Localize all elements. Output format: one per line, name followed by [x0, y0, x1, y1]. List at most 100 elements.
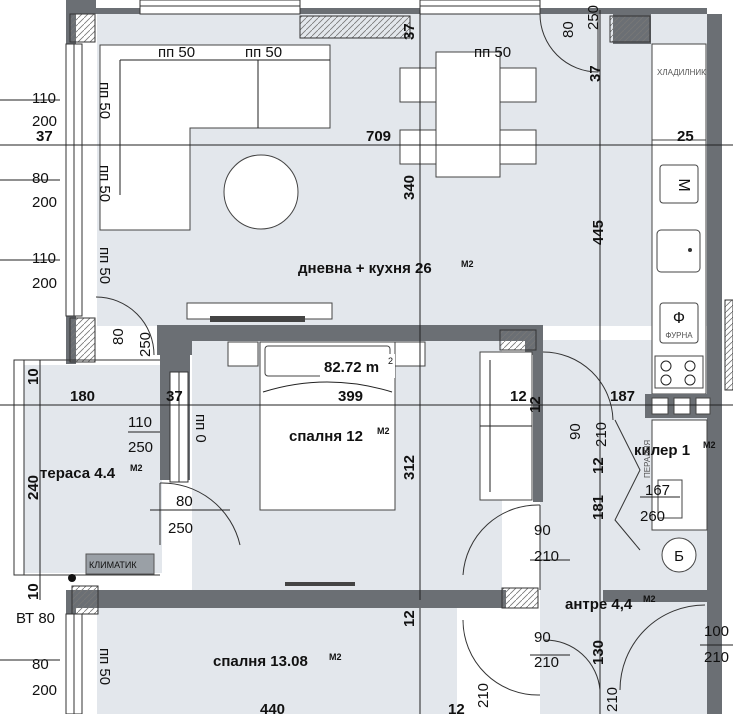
door-100: 100: [704, 623, 729, 640]
total-area-sup: 2: [388, 356, 393, 366]
door-210-b: 210: [534, 548, 559, 565]
closet-unit: M2: [703, 440, 716, 450]
closet-door-167: 167: [645, 482, 670, 499]
dim-12-a: 12: [510, 388, 527, 405]
dim-181: 181: [590, 495, 607, 520]
living-door-80: 80: [110, 328, 127, 345]
dim-12-e: 12: [527, 396, 544, 413]
oven-icon: Ф: [673, 310, 685, 327]
dim-312: 312: [401, 455, 418, 480]
microwave-icon: M: [675, 178, 692, 191]
pp50-e: пп 50: [96, 165, 113, 202]
dim-12-c: 12: [590, 457, 607, 474]
pp50-b: пп 50: [245, 44, 282, 61]
dim-445: 445: [590, 220, 607, 245]
dim-37-left: 37: [36, 128, 53, 145]
sofa: [99, 44, 331, 231]
win-200-a: 200: [32, 113, 57, 130]
door-210-f: 210: [475, 683, 492, 708]
dim-440: 440: [260, 701, 285, 714]
bedroom-1-label: спалня 12: [289, 428, 363, 445]
pp50-c: пп 50: [474, 44, 511, 61]
dim-130: 130: [590, 640, 607, 665]
doors: [95, 13, 706, 696]
dim-10-top: 10: [25, 368, 42, 385]
bedroom-1-unit: M2: [377, 426, 390, 436]
climatic-label: КЛИМАТИК: [89, 560, 137, 570]
dim-240: 240: [25, 475, 42, 500]
kitchen-counter: [645, 43, 715, 418]
dim-250-top: 250: [585, 5, 602, 30]
living-room-label: дневна + кухня 26: [298, 260, 432, 277]
dim-80-top: 80: [560, 21, 577, 38]
pp50-a: пп 50: [158, 44, 195, 61]
door-90-a: 90: [567, 423, 584, 440]
dim-187: 187: [610, 388, 635, 405]
dim-25: 25: [677, 128, 694, 145]
hall-unit: M2: [643, 594, 656, 604]
dim-37-terrace: 37: [166, 388, 183, 405]
pp50-d: пп 50: [96, 82, 113, 119]
door-210-e: 210: [604, 687, 621, 712]
bedroom-2-label: спалня 13.08: [213, 653, 308, 670]
win-200-d: 200: [32, 682, 57, 699]
pp0: пп 0: [192, 414, 209, 443]
terrace-win-250: 250: [128, 439, 153, 456]
dim-399: 399: [338, 388, 363, 405]
living-door-250: 250: [137, 332, 154, 357]
tv-unit: [186, 302, 333, 322]
win-110-a: 110: [32, 90, 56, 107]
climatic-unit: [85, 553, 155, 575]
room-labels: дневна + кухня 26 M2 спалня 12 M2 спалня…: [40, 259, 716, 670]
terrace-door-250: 250: [168, 520, 193, 537]
appliance-labels: ХЛАДИЛНИК M Ф ФУРНА ПЕРАЛНЯ Б КЛИМАТИК В…: [16, 68, 706, 627]
outlet-label: ВТ 80: [16, 610, 55, 627]
total-area-label: 82.72 m: [324, 359, 379, 376]
dim-709: 709: [366, 128, 391, 145]
closet-interior: [614, 419, 708, 573]
door-90-b: 90: [534, 522, 551, 539]
dim-10-bottom: 10: [25, 583, 42, 600]
windows: [65, 0, 541, 714]
door-90-c: 90: [534, 629, 551, 646]
win-80-a: 80: [32, 170, 49, 187]
dim-37-top: 37: [401, 23, 418, 40]
coffee-table: [223, 154, 299, 230]
terrace-door-80: 80: [176, 493, 193, 510]
hatched-blocks: [69, 13, 733, 615]
win-110-b: 110: [32, 250, 56, 267]
boiler-icon: Б: [674, 548, 684, 565]
dim-180: 180: [70, 388, 95, 405]
dim-12-b: 12: [401, 610, 418, 627]
terrace-label: тераса 4.4: [40, 465, 116, 482]
floor-areas: [22, 14, 707, 714]
win-200-c: 200: [32, 275, 57, 292]
terrace-win-110: 110: [128, 414, 152, 431]
terrace-unit: M2: [130, 463, 143, 473]
door-210-a: 210: [593, 422, 610, 447]
oven-label: ФУРНА: [665, 331, 693, 340]
win-80-b: 80: [32, 656, 49, 673]
closet-door-260: 260: [640, 508, 665, 525]
hall-label: антре 4,4: [565, 596, 633, 613]
dimension-labels: 709 25 37 37 37 250 80 340 445 180 37 39…: [25, 5, 729, 714]
dim-12-d: 12: [448, 701, 465, 714]
dimension-lines: [0, 10, 733, 714]
pp50-f: пп 50: [96, 247, 113, 284]
bedroom-2-unit: M2: [329, 652, 342, 662]
terrace-railing: [13, 359, 160, 576]
living-room-unit: M2: [461, 259, 474, 269]
outlet-icon: [68, 574, 76, 582]
dining-table: [399, 51, 537, 178]
washer-label: ПЕРАЛНЯ: [643, 440, 652, 478]
wardrobe-1: [479, 351, 533, 501]
dim-37-right: 37: [587, 65, 604, 82]
tv-bedroom: [285, 582, 355, 586]
dim-340: 340: [401, 175, 418, 200]
door-210-d: 210: [704, 649, 729, 666]
win-200-b: 200: [32, 194, 57, 211]
fridge-label: ХЛАДИЛНИК: [657, 68, 706, 77]
door-210-c: 210: [534, 654, 559, 671]
closet-label: килер 1: [634, 442, 690, 459]
